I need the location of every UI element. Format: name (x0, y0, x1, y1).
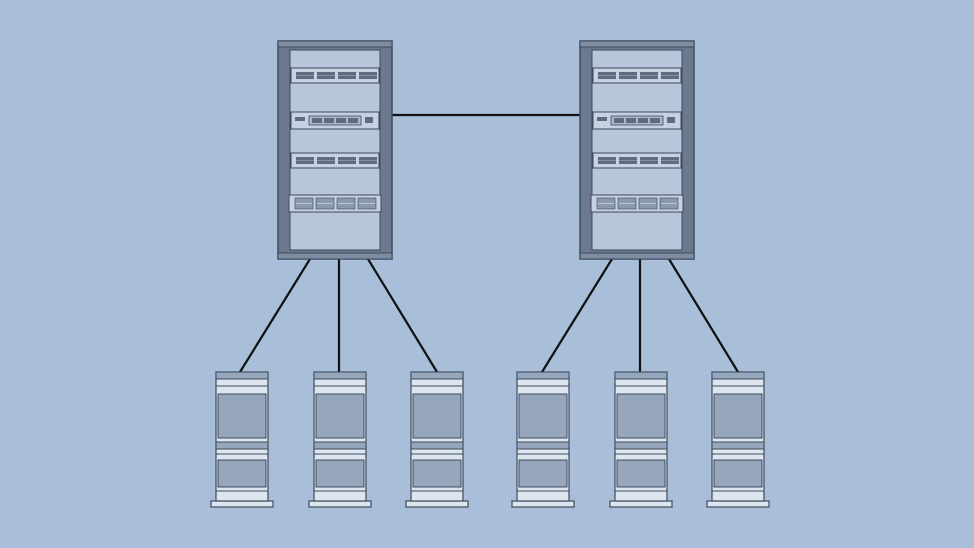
tower-top-strip (313, 371, 367, 380)
tower-top-strip (516, 371, 570, 380)
server-rack-icon (579, 40, 695, 260)
tower-lower-panel (713, 459, 763, 488)
rack-to-server-link (367, 258, 438, 373)
server-unit-icon (290, 111, 380, 130)
tower-upper-panel (713, 393, 763, 439)
tower-upper-panel (315, 393, 365, 439)
tower-lower-panel (412, 459, 462, 488)
server-drive-bay (308, 115, 362, 126)
server-drive-slot (336, 118, 346, 123)
switch-unit-icon (290, 152, 380, 169)
tower-server-icon (706, 371, 770, 508)
server-drive-slot (614, 118, 624, 123)
tower-server-icon (609, 371, 673, 508)
server-drive-slot (626, 118, 636, 123)
rack-bottom-cap (277, 252, 393, 260)
tower-top-strip (614, 371, 668, 380)
server-drive-bay (610, 115, 664, 126)
storage-unit-icon (590, 194, 684, 213)
tower-base (609, 500, 673, 508)
tower-server-icon (210, 371, 274, 508)
server-drive-slot (324, 118, 334, 123)
server-drive-slot (638, 118, 648, 123)
tower-upper-panel (518, 393, 568, 439)
rack-to-server-link (239, 258, 311, 373)
tower-upper-panel (217, 393, 267, 439)
tower-top-strip (711, 371, 765, 380)
tower-middle-strip (516, 441, 570, 450)
server-power-module (365, 117, 373, 123)
tower-base (210, 500, 274, 508)
server-drive-slot (312, 118, 322, 123)
tower-server-icon (405, 371, 469, 508)
rack-top-cap (277, 40, 393, 48)
server-drive-slot (650, 118, 660, 123)
tower-lower-panel (616, 459, 666, 488)
tower-upper-panel (616, 393, 666, 439)
tower-lower-panel (217, 459, 267, 488)
server-power-module (667, 117, 675, 123)
server-led-strip (597, 117, 607, 121)
switch-unit-icon (592, 152, 682, 169)
rack-bottom-cap (579, 252, 695, 260)
tower-middle-strip (313, 441, 367, 450)
rack-to-server-link (668, 258, 739, 373)
tower-base (706, 500, 770, 508)
switch-unit-icon (290, 67, 380, 84)
tower-base (405, 500, 469, 508)
tower-lower-panel (315, 459, 365, 488)
storage-unit-icon (288, 194, 382, 213)
tower-middle-strip (410, 441, 464, 450)
links-layer (239, 113, 739, 373)
tower-top-strip (215, 371, 269, 380)
rack-to-server-link (541, 258, 613, 373)
server-rack-icon (277, 40, 393, 260)
server-led-strip (295, 117, 305, 121)
tower-middle-strip (711, 441, 765, 450)
tower-top-strip (410, 371, 464, 380)
tower-middle-strip (614, 441, 668, 450)
tower-server-icon (511, 371, 575, 508)
tower-server-icon (308, 371, 372, 508)
nodes-layer (210, 40, 770, 508)
server-drive-slot (348, 118, 358, 123)
switch-unit-icon (592, 67, 682, 84)
tower-base (308, 500, 372, 508)
tower-base (511, 500, 575, 508)
server-unit-icon (592, 111, 682, 130)
tower-middle-strip (215, 441, 269, 450)
tower-upper-panel (412, 393, 462, 439)
rack-top-cap (579, 40, 695, 48)
tower-lower-panel (518, 459, 568, 488)
